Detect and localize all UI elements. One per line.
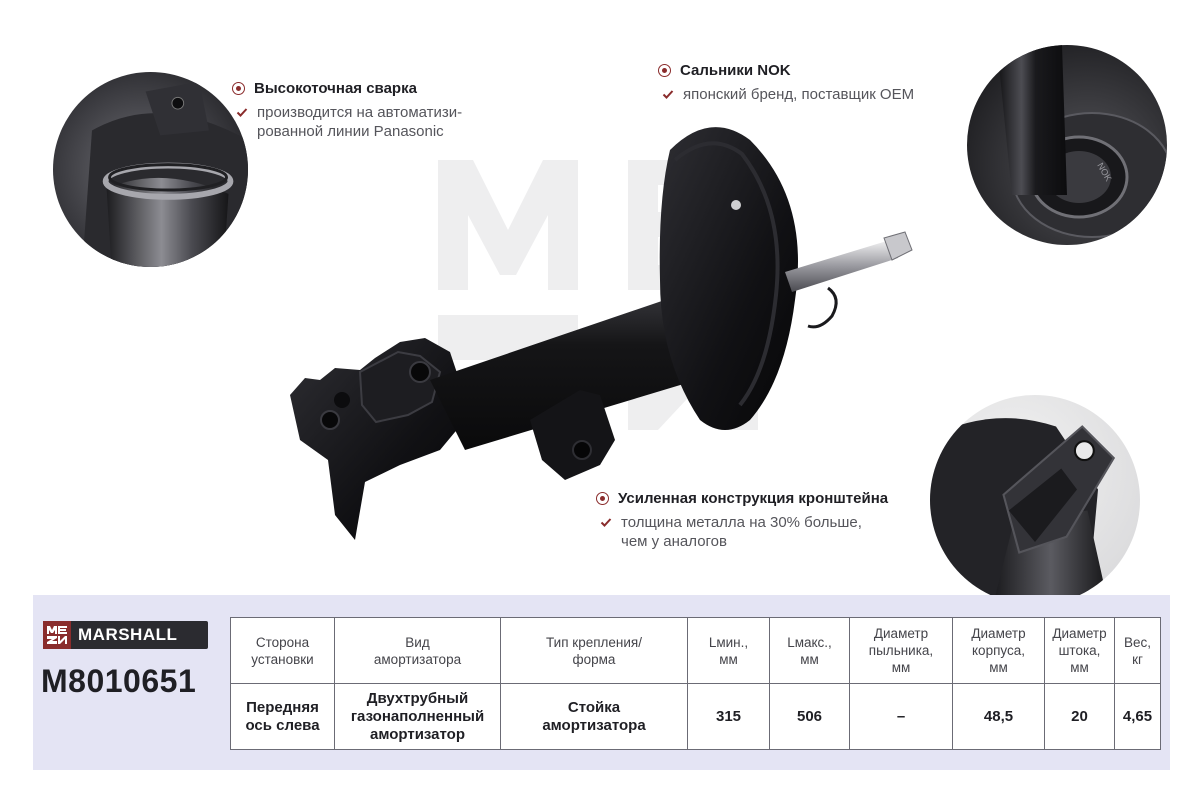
spec-header-cell: Диаметр корпуса, мм xyxy=(952,617,1045,684)
feature-description-line: чем у аналогов xyxy=(621,533,727,550)
shock-absorber-product-image xyxy=(290,127,913,540)
spec-header-text: штока, xyxy=(1058,643,1101,658)
feature-description-text: японский бренд, поставщик OEM xyxy=(683,85,914,104)
feature-description: японский бренд, поставщик OEM xyxy=(658,85,914,104)
feature-nok-seals: Сальники NOK японский бренд, поставщик O… xyxy=(658,62,914,104)
spec-header-text: установки xyxy=(251,651,314,667)
spec-value-cell: 48,5 xyxy=(952,683,1045,750)
spec-header-text: Диаметр xyxy=(873,626,929,641)
spec-value-text: Стойка xyxy=(567,698,621,716)
spec-header-cell: Тип крепления/форма xyxy=(500,617,688,684)
spec-value-cell: 506 xyxy=(769,683,850,750)
spec-header-text: Lмин., xyxy=(708,634,749,650)
spec-header-text: пыльника, xyxy=(868,643,934,658)
spec-value-cell: – xyxy=(849,683,953,750)
spec-header-text: Диаметр xyxy=(971,626,1026,641)
spec-header-text: Тип крепления/ xyxy=(546,634,642,650)
spec-header-text: мм xyxy=(989,660,1008,675)
checkmark-icon xyxy=(236,108,248,117)
spec-value-cell: 4,65 xyxy=(1114,683,1161,750)
spec-value-text: 506 xyxy=(796,707,823,725)
spec-header-text: мм xyxy=(1070,660,1089,675)
spec-header-text: Lмакс., xyxy=(787,634,832,650)
spec-value-text: амортизатор xyxy=(369,725,465,743)
target-bullet-icon xyxy=(658,64,671,77)
feature-description-line: рованной линии Panasonic xyxy=(257,123,444,140)
target-bullet-icon xyxy=(596,492,609,505)
bracket-detail-photo xyxy=(930,395,1140,605)
spec-header-text: Диаметр xyxy=(1052,626,1107,641)
feature-title-row: Усиленная конструкция кронштейна xyxy=(596,490,888,507)
logo-mark-icon xyxy=(43,621,71,649)
spec-header-text: форма xyxy=(572,651,616,667)
feature-description-line: толщина металла на 30% больше, xyxy=(621,514,862,531)
spec-value-text: – xyxy=(896,707,906,725)
feature-title: Сальники NOK xyxy=(680,62,791,79)
feature-reinforced-bracket: Усиленная конструкция кронштейна толщина… xyxy=(596,490,888,551)
spec-value-cell: 20 xyxy=(1044,683,1115,750)
spec-header-cell: Диаметр пыльника, мм xyxy=(849,617,953,684)
spec-header-text: Вес, xyxy=(1123,634,1151,650)
feature-title: Усиленная конструкция кронштейна xyxy=(618,490,889,507)
spec-header-text: мм xyxy=(719,651,738,667)
spec-header-text: Сторона xyxy=(255,634,310,650)
spec-value-text: 4,65 xyxy=(1122,707,1153,725)
feature-description-line: японский бренд, поставщик OEM xyxy=(683,86,915,103)
checkmark-icon xyxy=(662,90,674,99)
feature-description: производится на автоматизи- рованной лин… xyxy=(232,103,462,141)
feature-title-row: Высокоточная сварка xyxy=(232,80,462,97)
spec-value-text: Передняя xyxy=(246,698,319,716)
brand-logo: MARSHALL xyxy=(43,621,208,649)
spec-header-cell: Lмин.,мм xyxy=(687,617,770,684)
spec-header-cell: Диаметр штока, мм xyxy=(1044,617,1115,684)
checkmark-icon xyxy=(600,518,612,527)
weld-closeup-image xyxy=(53,72,248,267)
feature-description-text: производится на автоматизи- рованной лин… xyxy=(257,103,462,141)
spec-value-text: газонаполненный xyxy=(350,707,485,725)
seal-closeup-image: NOK xyxy=(967,45,1167,245)
target-bullet-icon xyxy=(232,82,245,95)
feature-description-line: производится на автоматизи- xyxy=(257,104,463,121)
spec-header-cell: Lмакс.,мм xyxy=(769,617,850,684)
spec-value-text: ось слева xyxy=(245,716,320,734)
feature-precision-welding: Высокоточная сварка производится на авто… xyxy=(232,80,462,141)
spec-header-text: мм xyxy=(891,660,911,675)
feature-description: толщина металла на 30% больше, чем у ана… xyxy=(596,513,888,551)
spec-value-text: Двухтрубный xyxy=(366,689,469,707)
spec-value-text: 315 xyxy=(715,707,742,725)
seal-detail-photo: NOK xyxy=(967,45,1167,245)
feature-title: Высокоточная сварка xyxy=(254,80,417,97)
spec-header-text: кг xyxy=(1132,651,1143,667)
brand-name: MARSHALL xyxy=(78,625,178,644)
feature-description-text: толщина металла на 30% больше, чем у ана… xyxy=(621,513,862,551)
spec-header-cell: Вес,кг xyxy=(1114,617,1161,684)
spec-value-text: 48,5 xyxy=(983,707,1014,725)
spec-value-text: амортизатора xyxy=(542,716,646,734)
part-number: M8010651 xyxy=(41,663,197,699)
feature-title-row: Сальники NOK xyxy=(658,62,914,79)
spec-header-text: Вид xyxy=(405,634,430,650)
spec-value-cell: 315 xyxy=(687,683,770,750)
spec-header-text: корпуса, xyxy=(972,643,1025,658)
bracket-closeup-image xyxy=(930,395,1140,605)
spec-value-text: 20 xyxy=(1071,707,1088,725)
spec-header-text: амортизатора xyxy=(373,651,462,667)
spec-header-text: мм xyxy=(800,651,819,667)
weld-detail-photo xyxy=(53,72,248,267)
